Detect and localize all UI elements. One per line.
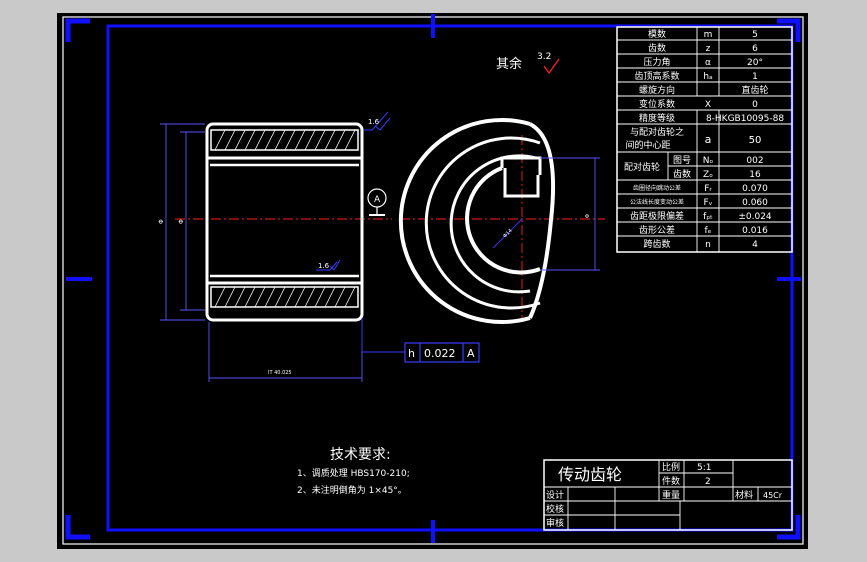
tolerance-leader xyxy=(361,318,405,353)
designer-label: 设计 xyxy=(546,489,564,501)
mating-row1-symbol: Nₒ xyxy=(703,156,714,166)
left-outer-dim: Φ xyxy=(158,219,165,224)
bottom-dim-text: IT 40.025 xyxy=(268,370,292,376)
tol-value-2: ±0.024 xyxy=(738,212,772,222)
left-dimensions xyxy=(160,123,205,321)
part-name: 传动齿轮 xyxy=(558,465,622,484)
param-value-5: 0 xyxy=(752,100,758,110)
mating-row2-value: 16 xyxy=(749,170,761,180)
top-hatch xyxy=(210,129,359,151)
param-symbol-1: z xyxy=(706,44,711,54)
bore-dim: Φ14 xyxy=(502,228,514,240)
param-name-3: 齿顶高系数 xyxy=(634,70,679,82)
mating-row1-name: 图号 xyxy=(673,155,691,166)
remaining-roughness-symbol xyxy=(543,58,560,75)
scale-label: 比例 xyxy=(662,461,680,473)
requirement-2: 2、未注明倒角为 1×45°。 xyxy=(297,484,407,496)
tolerance-symbol: h xyxy=(408,347,415,360)
param-value-0: 5 xyxy=(752,30,758,40)
param-name-5: 变位系数 xyxy=(639,98,675,110)
tol-value-0: 0.070 xyxy=(742,184,768,194)
tolerance-value: 0.022 xyxy=(424,347,456,360)
center-distance-symbol: a xyxy=(705,133,712,146)
bottom-hatch xyxy=(210,286,359,308)
right-dimension xyxy=(540,157,600,271)
parameter-table: 模数 m 5 齿数 z 6 压力角 α 20° 齿顶高系数 hₐ 1 螺旋方向 … xyxy=(616,26,793,253)
param-symbol-0: m xyxy=(704,30,713,40)
outer-arc xyxy=(398,118,531,324)
diameter-leader xyxy=(492,218,523,249)
geometric-tolerance-frame: h 0.022 A xyxy=(404,342,480,363)
bottom-hatch-lines xyxy=(214,286,356,308)
param-name-6: 精度等级 xyxy=(639,112,675,124)
checker-label: 校核 xyxy=(546,503,564,515)
left-inner-dim: Φ xyxy=(178,219,185,224)
center-distance-value: 50 xyxy=(749,135,762,146)
datum-label: A xyxy=(374,195,381,205)
middle-arc xyxy=(424,136,541,310)
roughness-top xyxy=(364,111,391,131)
param-value-4: 直齿轮 xyxy=(741,84,768,96)
center-distance-name-2: 间的中心距 xyxy=(625,139,670,151)
mating-row2-name: 齿数 xyxy=(673,168,691,180)
bore-arc xyxy=(465,166,541,275)
param-value-6: 8-HKGB10095-88 xyxy=(706,114,784,124)
material-value: 45Cr xyxy=(763,491,783,500)
remaining-roughness-label: 其余 xyxy=(496,56,522,72)
tol-value-1: 0.060 xyxy=(742,198,768,208)
roughness-top-value: 1.6 xyxy=(368,118,380,126)
tol-value-4: 4 xyxy=(752,240,758,250)
reviewer-label: 审核 xyxy=(546,517,564,529)
param-symbol-5: X xyxy=(705,100,711,110)
tol-symbol-2: fₚₜ xyxy=(703,212,713,222)
right-contour xyxy=(528,122,556,319)
front-view: Φ Φ IT 40.025 1.6 1.6 A h xyxy=(158,111,480,382)
weight-label: 重量 xyxy=(662,489,680,501)
scale-value: 5:1 xyxy=(697,463,711,473)
param-symbol-3: hₐ xyxy=(703,72,712,82)
roughness-bottom-value: 1.6 xyxy=(318,262,330,270)
center-marks xyxy=(66,14,801,543)
tol-name-0: 齿圈径向跳动公差 xyxy=(633,184,681,192)
tol-name-2: 齿距极限偏差 xyxy=(630,210,684,222)
requirement-1: 1、调质处理 HBS170-210; xyxy=(297,467,410,479)
tol-symbol-4: n xyxy=(705,240,711,250)
tol-name-1: 公法线长度变动公差 xyxy=(630,198,684,206)
quantity-value: 2 xyxy=(705,477,711,487)
param-name-0: 模数 xyxy=(648,28,666,40)
mating-row1-value: 002 xyxy=(746,156,763,166)
tol-symbol-0: Fᵣ xyxy=(704,184,712,194)
tol-symbol-1: Fᵥ xyxy=(704,198,713,208)
roughness-bottom xyxy=(316,259,341,271)
tol-value-3: 0.016 xyxy=(742,226,768,236)
center-distance-name-1: 与配对齿轮之 xyxy=(630,126,684,138)
keyway xyxy=(500,156,542,198)
param-value-2: 20° xyxy=(747,58,763,68)
tol-name-4: 跨齿数 xyxy=(643,238,670,250)
mating-gear-label: 配对齿轮 xyxy=(624,161,660,173)
requirements-title: 技术要求: xyxy=(330,447,391,463)
mating-row2-symbol: Zₒ xyxy=(703,170,713,180)
drawing-sheet xyxy=(57,13,808,549)
gear-body-outline xyxy=(205,122,364,322)
quantity-label: 件数 xyxy=(662,475,680,487)
corner-marks xyxy=(65,18,801,540)
param-value-3: 1 xyxy=(752,72,758,82)
tol-symbol-3: fₑ xyxy=(705,226,712,236)
top-hatch-lines xyxy=(214,129,356,151)
param-name-1: 齿数 xyxy=(648,42,666,54)
param-symbol-2: α xyxy=(705,58,711,68)
material-label: 材料 xyxy=(735,489,753,501)
param-name-4: 螺旋方向 xyxy=(639,84,675,96)
tolerance-datum: A xyxy=(467,347,475,360)
remaining-roughness-value: 3.2 xyxy=(537,52,551,62)
side-view: Φ14 Φ xyxy=(398,118,605,324)
tol-name-3: 齿形公差 xyxy=(639,224,675,236)
param-name-2: 压力角 xyxy=(643,56,670,68)
param-value-1: 6 xyxy=(752,44,758,54)
right-dim-text: Φ xyxy=(585,214,591,218)
title-block: 传动齿轮 比例 5:1 件数 2 重量 材料 45Cr 设计 校核 审核 xyxy=(543,459,793,531)
